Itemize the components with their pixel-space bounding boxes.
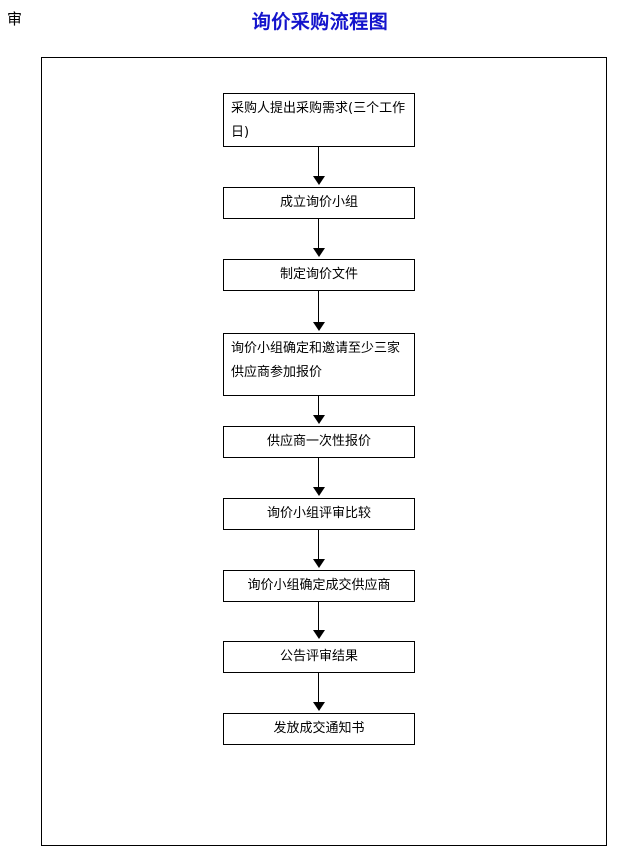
- flow-node-7[interactable]: 询价小组确定成交供应商: [223, 570, 415, 602]
- flow-node-9[interactable]: 发放成交通知书: [223, 713, 415, 745]
- margin-annotation-character: 审: [7, 10, 23, 28]
- flowchart-frame: 采购人提出采购需求(三个工作日) 成立询价小组 制定询价文件 询价小组确定和邀请…: [41, 57, 607, 846]
- flow-connector-4-5: [318, 396, 320, 417]
- flow-node-3[interactable]: 制定询价文件: [223, 259, 415, 291]
- flow-arrowhead-2-3: [313, 248, 325, 257]
- flow-connector-7-8: [318, 602, 320, 632]
- flow-connector-8-9: [318, 673, 320, 704]
- flow-arrowhead-4-5: [313, 415, 325, 424]
- page-title: 询价采购流程图: [251, 11, 389, 33]
- flow-arrowhead-5-6: [313, 487, 325, 496]
- flow-connector-2-3: [318, 219, 320, 250]
- flow-arrowhead-6-7: [313, 559, 325, 568]
- flow-node-4[interactable]: 询价小组确定和邀请至少三家供应商参加报价: [223, 333, 415, 396]
- flow-connector-6-7: [318, 530, 320, 561]
- flow-connector-5-6: [318, 458, 320, 489]
- flow-connector-3-4: [318, 291, 320, 324]
- flow-node-2[interactable]: 成立询价小组: [223, 187, 415, 219]
- flow-arrowhead-8-9: [313, 702, 325, 711]
- flow-arrowhead-7-8: [313, 630, 325, 639]
- flow-connector-1-2: [318, 147, 320, 178]
- flow-arrowhead-1-2: [313, 176, 325, 185]
- flow-node-6[interactable]: 询价小组评审比较: [223, 498, 415, 530]
- flow-node-1[interactable]: 采购人提出采购需求(三个工作日): [223, 93, 415, 147]
- flow-arrowhead-3-4: [313, 322, 325, 331]
- flow-node-5[interactable]: 供应商一次性报价: [223, 426, 415, 458]
- flow-node-8[interactable]: 公告评审结果: [223, 641, 415, 673]
